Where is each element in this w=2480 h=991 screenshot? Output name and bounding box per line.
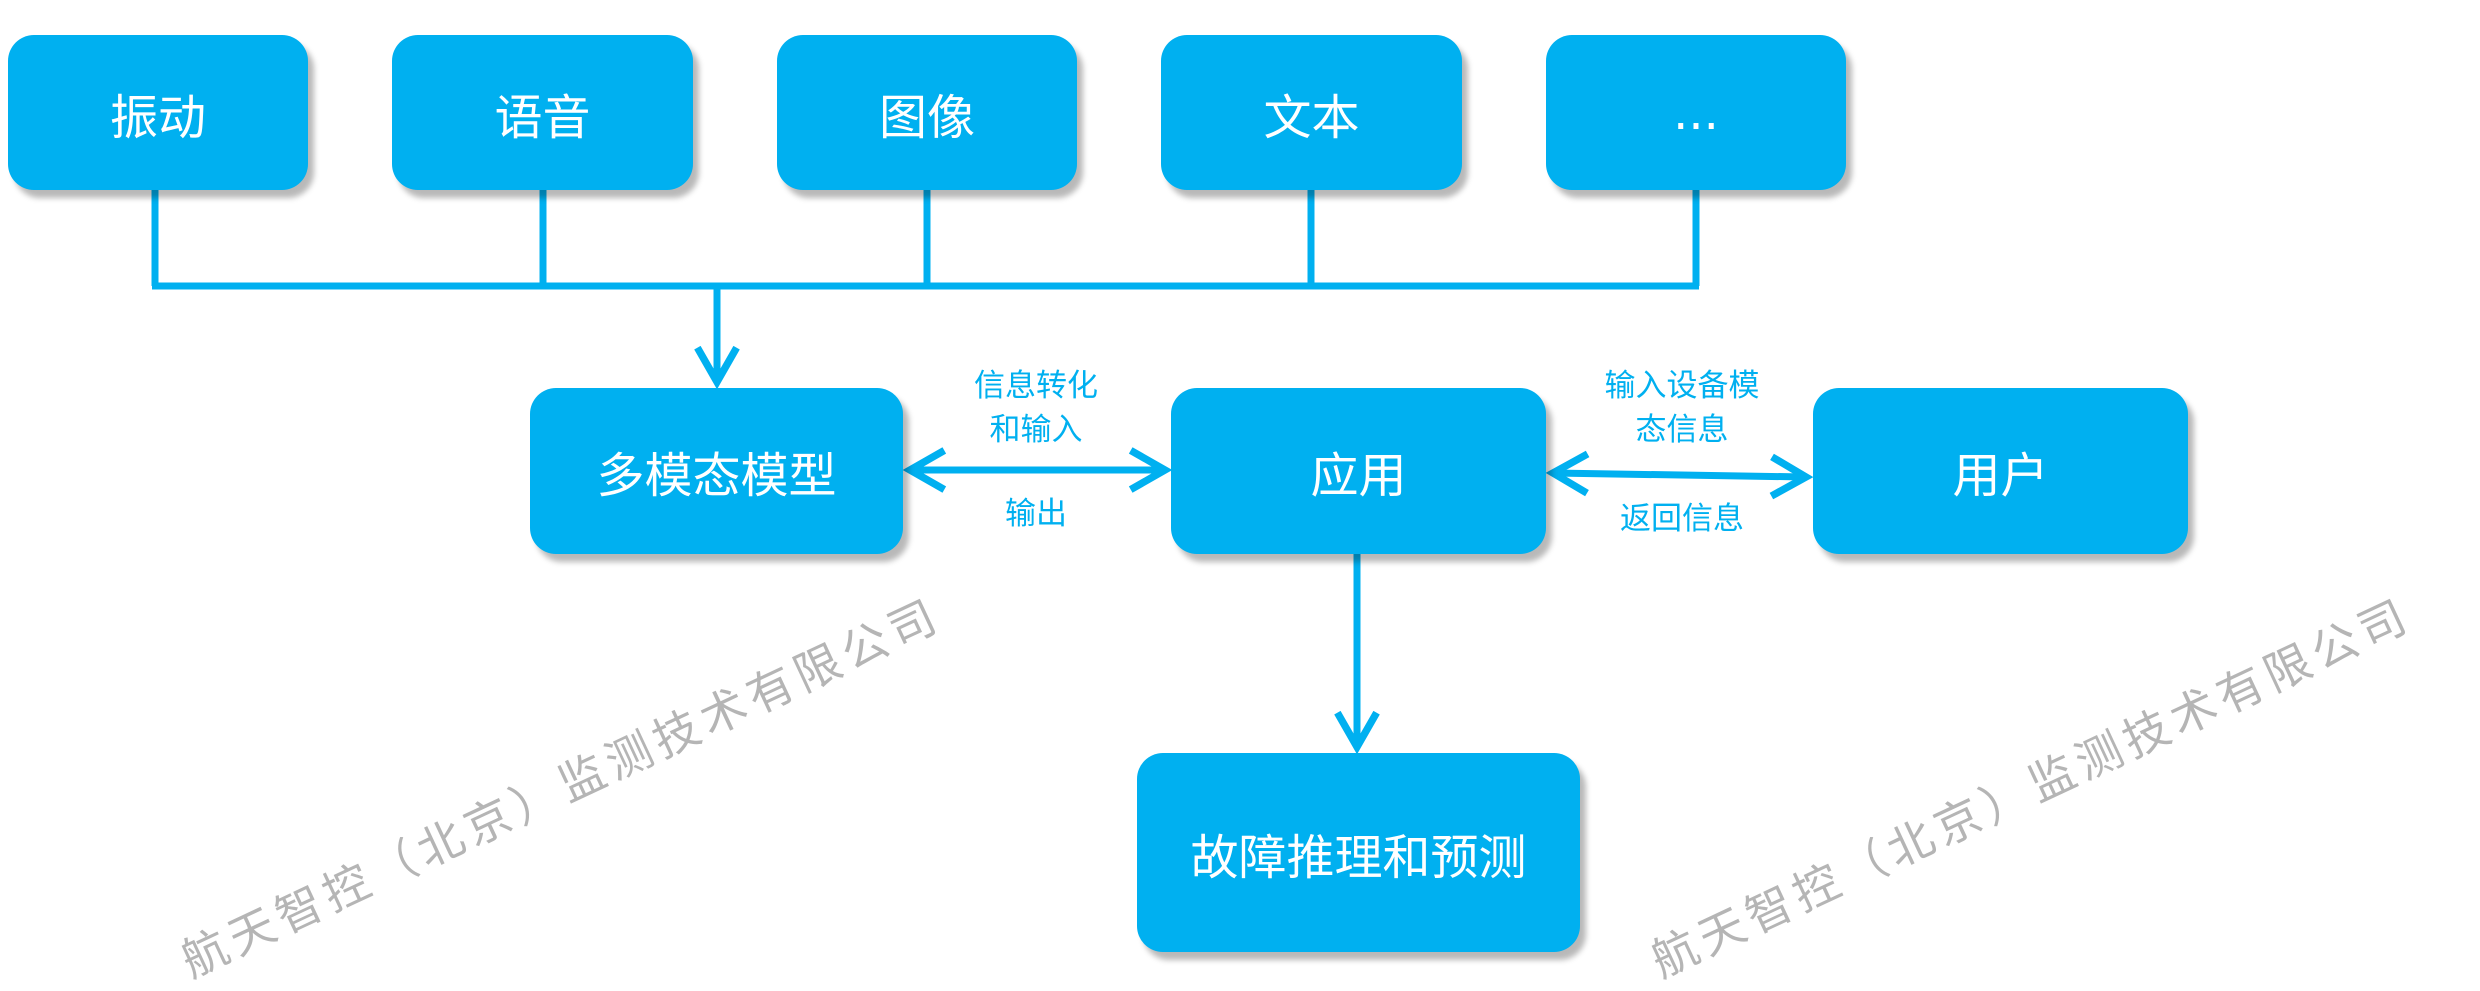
input-vibration: 振动	[8, 35, 308, 190]
multimodal-model-label: 多模态模型	[596, 448, 837, 504]
edge-label-info-conversion: 信息转化和输入	[974, 368, 1098, 448]
input-text-label: 文本	[1263, 89, 1360, 146]
input-speech: 语音	[392, 35, 693, 190]
application-box: 应用	[1171, 388, 1546, 554]
edge-label-device-modal-info: 输入设备模态信息	[1604, 368, 1760, 448]
edge-label-output: 输出	[1005, 496, 1067, 532]
application-label: 应用	[1310, 448, 1407, 504]
arrow-app-user	[1545, 450, 1814, 500]
user-label: 用户	[1952, 448, 2049, 504]
fault-prediction-box: 故障推理和预测	[1137, 753, 1580, 952]
input-speech-label: 语音	[494, 89, 591, 146]
input-more: ...	[1546, 35, 1846, 190]
edge-label-return-info: 返回信息	[1620, 501, 1744, 537]
fault-prediction-label: 故障推理和预测	[1190, 829, 1527, 886]
user-box: 用户	[1813, 388, 2188, 554]
input-more-label: ...	[1673, 84, 1719, 141]
input-text: 文本	[1161, 35, 1462, 190]
input-image-label: 图像	[878, 89, 975, 146]
input-image: 图像	[777, 35, 1077, 190]
multimodal-model-box: 多模态模型	[530, 388, 903, 554]
input-vibration-label: 振动	[109, 89, 206, 146]
